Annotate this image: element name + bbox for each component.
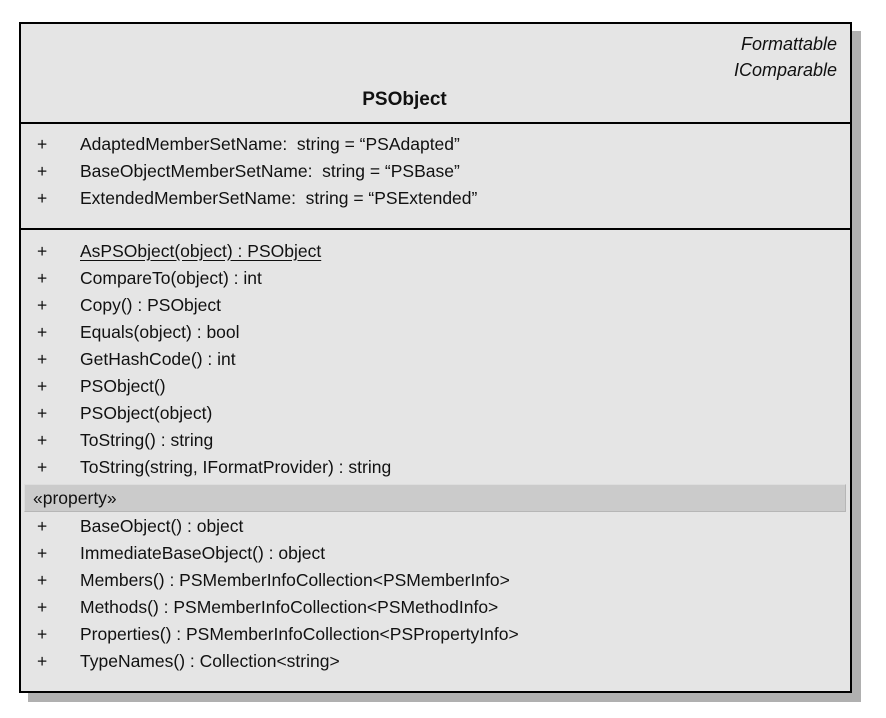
field-row: + BaseObjectMemberSetName: string = “PSB…: [21, 158, 850, 185]
interface-name-formattable: Formattable: [740, 34, 837, 54]
method-text: GetHashCode() : int: [80, 349, 236, 369]
method-text: Copy() : PSObject: [80, 295, 222, 315]
visibility-plus: +: [37, 597, 48, 617]
class-header-compartment: Formattable IComparable PSObject: [21, 24, 850, 124]
visibility-plus: +: [37, 268, 48, 288]
visibility-plus: +: [37, 651, 48, 671]
field-row: + ExtendedMemberSetName: string = “PSExt…: [21, 185, 850, 212]
property-text: Properties() : PSMemberInfoCollection<PS…: [80, 624, 519, 644]
field-text: BaseObjectMemberSetName: string = “PSBas…: [80, 161, 460, 181]
fields-compartment: + AdaptedMemberSetName: string = “PSAdap…: [21, 124, 850, 230]
property-row: + ImmediateBaseObject() : object: [21, 540, 850, 567]
method-row: + CompareTo(object) : int: [21, 265, 850, 292]
property-text: Members() : PSMemberInfoCollection<PSMem…: [80, 570, 510, 590]
method-row: + GetHashCode() : int: [21, 346, 850, 373]
visibility-plus: +: [37, 516, 48, 536]
visibility-plus: +: [37, 188, 48, 208]
property-row: + Methods() : PSMemberInfoCollection<PSM…: [21, 594, 850, 621]
visibility-plus: +: [37, 295, 48, 315]
property-row: + BaseObject() : object: [21, 513, 850, 540]
method-row: + PSObject(object): [21, 400, 850, 427]
visibility-plus: +: [37, 161, 48, 181]
visibility-plus: +: [37, 457, 48, 477]
method-text: Equals(object) : bool: [80, 322, 240, 342]
visibility-plus: +: [37, 134, 48, 154]
visibility-plus: +: [37, 543, 48, 563]
property-row: + TypeNames() : Collection<string>: [21, 648, 850, 675]
method-row: + ToString() : string: [21, 427, 850, 454]
property-text: TypeNames() : Collection<string>: [80, 651, 340, 671]
visibility-plus: +: [37, 241, 48, 261]
visibility-plus: +: [37, 624, 48, 644]
method-text: CompareTo(object) : int: [80, 268, 262, 288]
uml-class-psobject: Formattable IComparable PSObject + Adapt…: [19, 22, 852, 693]
method-text: PSObject(object): [80, 403, 213, 423]
property-row: + Members() : PSMemberInfoCollection<PSM…: [21, 567, 850, 594]
method-text: AsPSObject(object) : PSObject: [80, 241, 322, 261]
visibility-plus: +: [37, 349, 48, 369]
method-row: + PSObject(): [21, 373, 850, 400]
method-text: ToString(string, IFormatProvider) : stri…: [80, 457, 392, 477]
property-text: BaseObject() : object: [80, 516, 244, 536]
field-text: AdaptedMemberSetName: string = “PSAdapte…: [80, 134, 460, 154]
class-name: PSObject: [362, 89, 447, 110]
method-text: ToString() : string: [80, 430, 214, 450]
method-row: + Copy() : PSObject: [21, 292, 850, 319]
visibility-plus: +: [37, 430, 48, 450]
field-text: ExtendedMemberSetName: string = “PSExten…: [80, 188, 478, 208]
methods-compartment: + AsPSObject(object) : PSObject + Compar…: [21, 230, 850, 691]
visibility-plus: +: [37, 403, 48, 423]
method-text: PSObject(): [80, 376, 166, 396]
field-row: + AdaptedMemberSetName: string = “PSAdap…: [21, 131, 850, 158]
property-row: + Properties() : PSMemberInfoCollection<…: [21, 621, 850, 648]
interface-name-icomparable: IComparable: [733, 60, 837, 80]
property-stereotype-bar: «property»: [24, 484, 846, 512]
method-row: + AsPSObject(object) : PSObject: [21, 238, 850, 265]
property-text: ImmediateBaseObject() : object: [80, 543, 326, 563]
method-row: + Equals(object) : bool: [21, 319, 850, 346]
stereotype-label: «property»: [33, 487, 117, 508]
property-text: Methods() : PSMemberInfoCollection<PSMet…: [80, 597, 499, 617]
method-row: + ToString(string, IFormatProvider) : st…: [21, 454, 850, 481]
interface-list: Formattable IComparable: [21, 24, 850, 83]
visibility-plus: +: [37, 376, 48, 396]
visibility-plus: +: [37, 322, 48, 342]
visibility-plus: +: [37, 570, 48, 590]
